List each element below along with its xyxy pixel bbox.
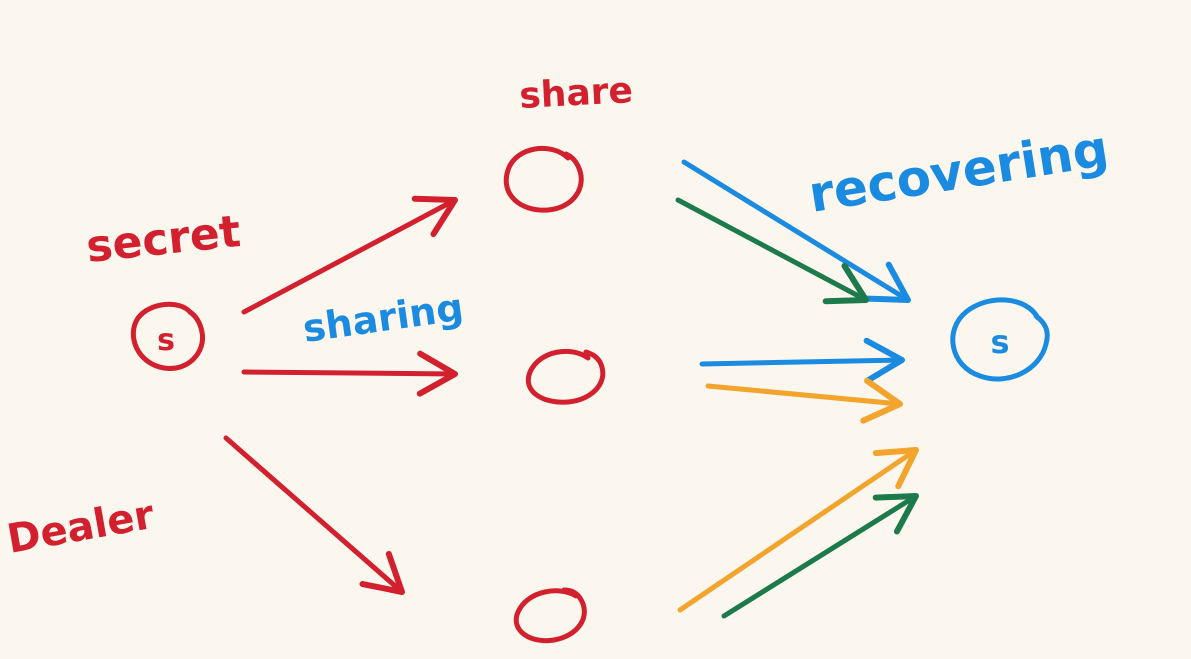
recover-arrow-orange-middle <box>705 377 903 424</box>
arrow-to-share-middle <box>241 350 458 397</box>
share-node-top <box>503 145 584 213</box>
share-label: share <box>518 70 634 117</box>
arrow-to-share-top <box>241 195 458 315</box>
secret-label: secret <box>84 206 243 273</box>
secret-node: s <box>130 301 206 371</box>
recover-arrow-green-bottom <box>721 493 919 619</box>
recover-arrow-blue-top <box>681 159 911 303</box>
share-node-bottom <box>513 587 587 644</box>
arrow-to-share-bottom <box>223 435 405 595</box>
recovering-label: recovering <box>805 119 1113 224</box>
share-node-middle <box>525 348 606 405</box>
sharing-label: sharing <box>300 285 466 351</box>
recovered-secret-node: s <box>950 297 1050 382</box>
recover-arrow-green-top <box>675 197 869 305</box>
recovered-symbol: s <box>990 323 1009 361</box>
recover-arrow-blue-middle <box>699 337 905 384</box>
secret-symbol: s <box>157 323 175 358</box>
recover-arrow-orange-bottom <box>677 447 919 613</box>
dealer-label: Dealer <box>4 492 158 563</box>
